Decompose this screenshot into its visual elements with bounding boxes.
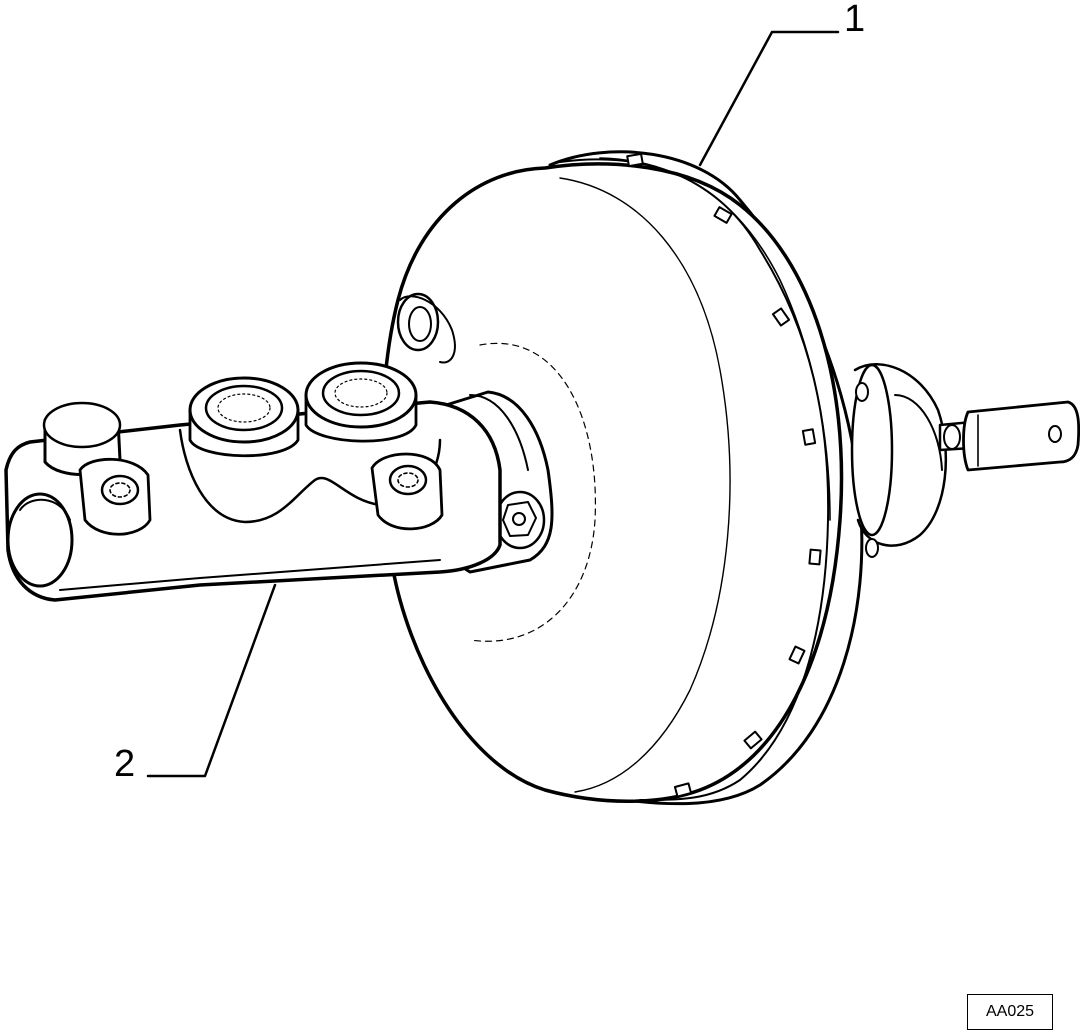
leader-line-2: [148, 585, 275, 776]
callout-number-2: 2: [114, 743, 136, 785]
leader-line-1: [700, 32, 838, 165]
callout-number-1: 1: [844, 0, 866, 40]
master-cylinder: [6, 363, 552, 600]
pushrod-assembly: [852, 364, 1079, 557]
reference-code-box: AA025: [967, 994, 1053, 1030]
reservoir-port-2: [306, 363, 416, 441]
vacuum-booster: [382, 152, 862, 804]
reservoir-port-1: [190, 378, 298, 456]
